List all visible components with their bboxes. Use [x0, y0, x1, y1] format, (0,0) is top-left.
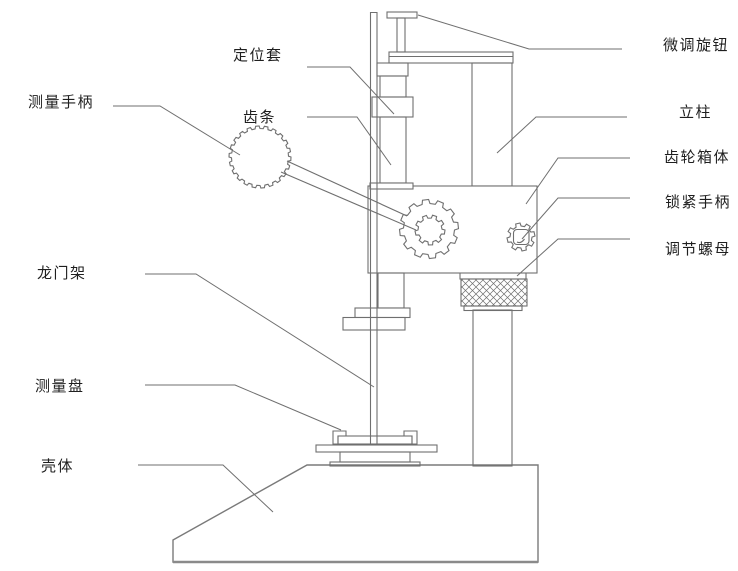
- leader-column: [496, 116, 627, 154]
- disc-channel-bar: [337, 435, 413, 445]
- leader-gantry-frame: [145, 273, 375, 388]
- label-housing: 壳体: [41, 458, 74, 475]
- pillar-lower-column: [472, 309, 513, 467]
- disc-channel-left-cap: [332, 430, 347, 445]
- locking-handle-tick: [516, 238, 525, 244]
- top-bracket: [388, 51, 514, 64]
- locking-handle-knob: [506, 222, 536, 252]
- tube-middle-rack-housing: [379, 116, 407, 184]
- pinion-gear-outer: [398, 198, 460, 260]
- gantry-rod: [369, 11, 378, 444]
- label-rack: 齿条: [243, 109, 276, 126]
- leader-locking-handle: [521, 197, 630, 240]
- adjusting-nut-body: [460, 278, 528, 307]
- handle-shaft-line-upper: [286, 160, 408, 217]
- leader-positioning-sleeve: [307, 66, 395, 115]
- disc-wide-plate: [315, 444, 438, 453]
- measuring-handle-wheel: [228, 125, 292, 189]
- tube-upper: [379, 75, 407, 98]
- tube-below-gearbox: [377, 272, 405, 309]
- column-shape: [471, 62, 513, 187]
- tube-step: [376, 62, 409, 77]
- label-adjusting-nut: 调节螺母: [665, 241, 731, 258]
- label-gear-box: 齿轮箱体: [664, 149, 730, 166]
- disc-middle-block: [339, 451, 411, 463]
- leader-measuring-handle: [113, 105, 241, 156]
- label-fine-adjustment-knob: 微调旋钮: [663, 37, 729, 54]
- pinion-gear-inner: [414, 214, 446, 246]
- locking-handle-inner: [512, 228, 530, 246]
- lower-flange-1: [354, 307, 411, 319]
- label-column: 立柱: [679, 104, 712, 121]
- leader-gear-box: [525, 157, 630, 205]
- leader-rack: [307, 116, 392, 166]
- leader-measuring-disc: [145, 384, 342, 431]
- fine-adjustment-knob-stem: [396, 17, 406, 53]
- label-locking-handle: 锁紧手柄: [665, 194, 731, 211]
- label-measuring-disc: 测量盘: [35, 377, 85, 395]
- base-housing-outline: [172, 464, 539, 563]
- positioning-sleeve-collar: [371, 96, 414, 118]
- label-measuring-handle: 测量手柄: [28, 94, 94, 111]
- disc-bottom-plate: [329, 461, 421, 467]
- gear-box-body: [367, 185, 538, 274]
- leader-adjusting-nut: [516, 238, 630, 277]
- fine-adjustment-knob-cap: [386, 11, 418, 19]
- handle-shaft-line-lower: [280, 171, 417, 231]
- disc-channel-right-cap: [403, 430, 418, 445]
- leader-fine-adjustment-knob: [417, 14, 622, 50]
- lower-flange-2: [342, 316, 406, 331]
- adjusting-nut-bottom-band: [463, 305, 523, 312]
- label-gantry-frame: 龙门架: [37, 265, 87, 282]
- leader-housing: [138, 464, 274, 513]
- label-positioning-sleeve: 定位套: [233, 47, 283, 64]
